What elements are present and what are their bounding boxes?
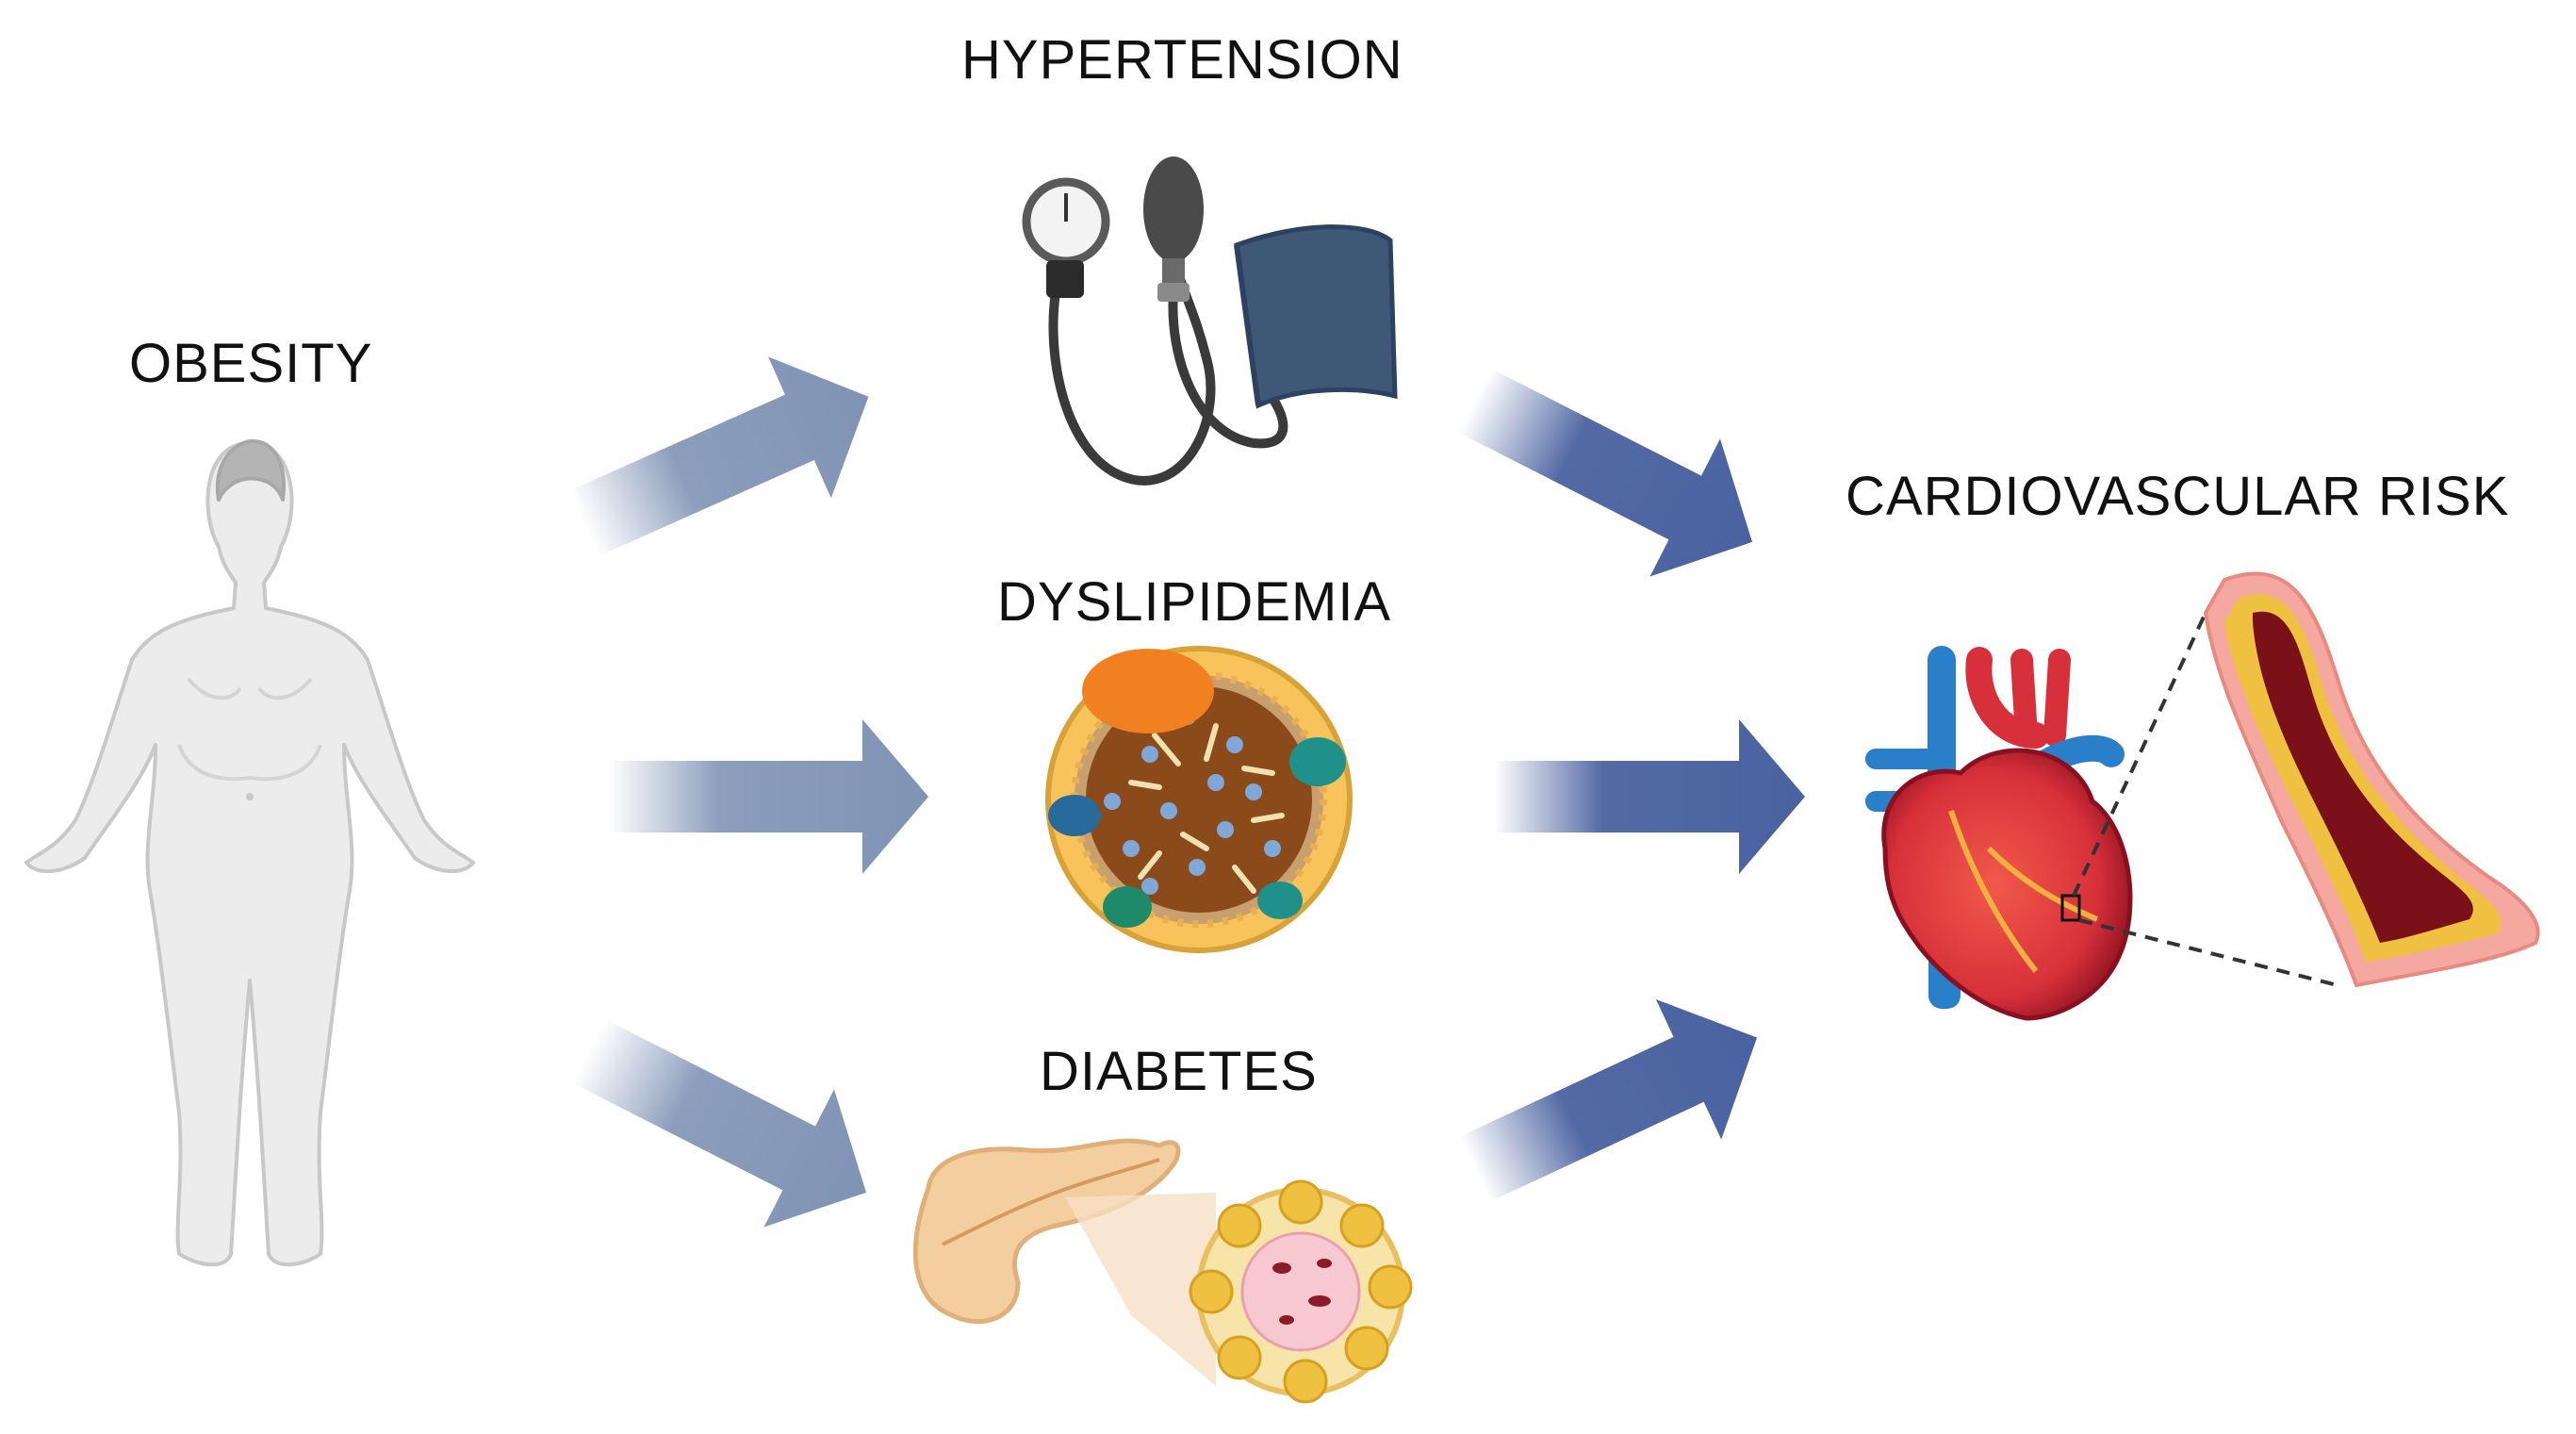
obesity-label: OBESITY bbox=[129, 333, 373, 394]
dyslipidemia-label: DYSLIPIDEMIA bbox=[997, 571, 1392, 633]
pancreas-icon bbox=[912, 1138, 1413, 1404]
arrow-obesity-to-diabetes bbox=[572, 1019, 867, 1228]
arrow-obesity-to-hypertension bbox=[569, 356, 869, 556]
blood-pressure-monitor-icon bbox=[1022, 157, 1398, 486]
artery-plaque-icon bbox=[2203, 571, 2540, 988]
heart-icon bbox=[1865, 612, 2338, 1021]
human-body-icon bbox=[25, 439, 475, 1267]
arrow-diabetes-to-cvd bbox=[1459, 999, 1758, 1202]
arrow-dyslipidemia-to-cvd bbox=[1494, 719, 1805, 874]
arrow-hypertension-to-cvd bbox=[1458, 369, 1753, 577]
lipoprotein-icon bbox=[1045, 646, 1353, 953]
diabetes-label: DIABETES bbox=[1040, 1041, 1318, 1102]
cardiovascular-risk-label: CARDIOVASCULAR RISK bbox=[1846, 466, 2510, 527]
hypertension-label: HYPERTENSION bbox=[961, 29, 1403, 91]
arrow-obesity-to-dyslipidemia bbox=[608, 719, 928, 874]
